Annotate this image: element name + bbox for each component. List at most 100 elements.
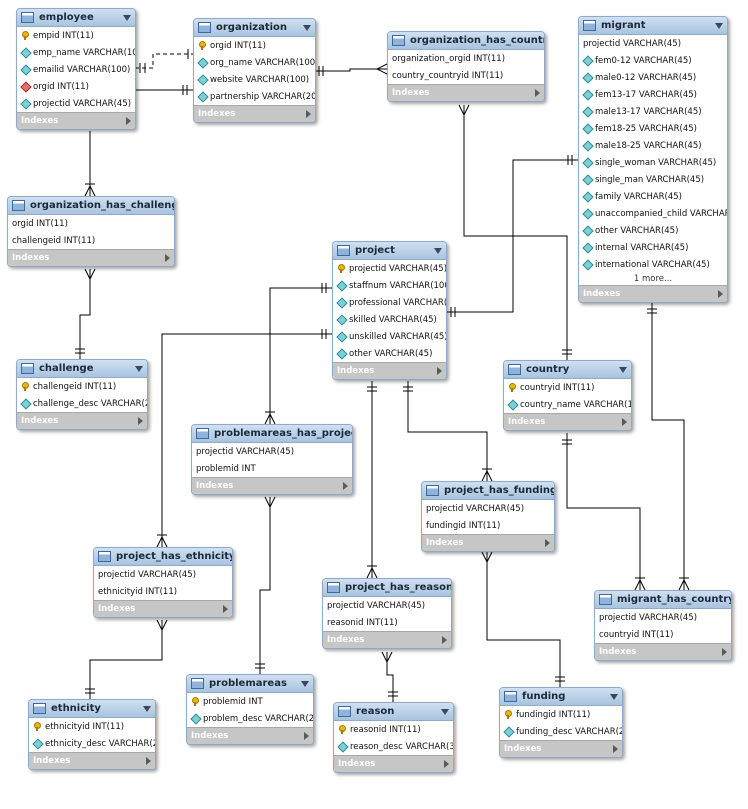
collapse-toggle-icon[interactable] (303, 24, 311, 31)
column-row[interactable]: male18-25 VARCHAR(45) (579, 137, 727, 154)
column-row[interactable]: fem13-17 VARCHAR(45) (579, 86, 727, 103)
expand-arrow-icon[interactable] (535, 89, 540, 97)
column-row[interactable]: challengeid INT(11) (17, 378, 147, 395)
table-header[interactable]: project_has_funding (422, 482, 554, 500)
column-row[interactable]: countryid INT(11) (595, 626, 731, 643)
table-header[interactable]: country (504, 361, 631, 379)
indexes-section[interactable]: Indexes (192, 477, 352, 494)
indexes-section[interactable]: Indexes (388, 84, 544, 101)
column-row[interactable]: fundingid INT(11) (422, 517, 554, 534)
indexes-section[interactable]: Indexes (194, 105, 315, 122)
collapse-toggle-icon[interactable] (123, 14, 131, 21)
column-row[interactable]: ethnicity_desc VARCHAR(200) (29, 735, 155, 752)
expand-arrow-icon[interactable] (442, 636, 447, 644)
column-row[interactable]: org_name VARCHAR(1000) (194, 54, 315, 71)
expand-arrow-icon[interactable] (223, 605, 228, 613)
column-row[interactable]: country_countryid INT(11) (388, 67, 544, 84)
column-row[interactable]: orgid INT(11) (8, 215, 174, 232)
indexes-section[interactable]: Indexes (323, 631, 451, 648)
collapse-toggle-icon[interactable] (434, 247, 442, 254)
indexes-section[interactable]: Indexes (29, 752, 155, 769)
column-row[interactable]: projectid VARCHAR(45) (17, 95, 135, 112)
column-row[interactable]: country_name VARCHAR(100) (504, 396, 631, 413)
expand-arrow-icon[interactable] (444, 760, 449, 768)
table-header[interactable]: reason (334, 703, 453, 721)
column-row[interactable]: challenge_desc VARCHAR(200) (17, 395, 147, 412)
column-row[interactable]: male0-12 VARCHAR(45) (579, 69, 727, 86)
expand-arrow-icon[interactable] (343, 482, 348, 490)
table-header[interactable]: migrant_has_country (595, 591, 731, 609)
column-row[interactable]: male13-17 VARCHAR(45) (579, 103, 727, 120)
indexes-section[interactable]: Indexes (579, 285, 727, 302)
collapse-toggle-icon[interactable] (135, 365, 143, 372)
column-row[interactable]: projectid VARCHAR(45) (333, 260, 446, 277)
collapse-toggle-icon[interactable] (715, 22, 723, 29)
column-row[interactable]: single_man VARCHAR(45) (579, 171, 727, 188)
column-row[interactable]: ethnicityid INT(11) (94, 583, 232, 600)
table-header[interactable]: project_has_ethnicity (94, 548, 232, 566)
indexes-section[interactable]: Indexes (595, 643, 731, 660)
column-row[interactable]: orgid INT(11) (17, 78, 135, 95)
expand-arrow-icon[interactable] (138, 417, 143, 425)
expand-arrow-icon[interactable] (165, 254, 170, 262)
indexes-section[interactable]: Indexes (334, 755, 453, 772)
column-row[interactable]: challengeid INT(11) (8, 232, 174, 249)
column-row[interactable]: fem18-25 VARCHAR(45) (579, 120, 727, 137)
expand-arrow-icon[interactable] (718, 290, 723, 298)
column-row[interactable]: projectid VARCHAR(45) (94, 566, 232, 583)
column-row[interactable]: ethnicityid INT(11) (29, 718, 155, 735)
column-row[interactable]: funding_desc VARCHAR(200) (500, 723, 622, 740)
collapse-toggle-icon[interactable] (301, 680, 309, 687)
column-row[interactable]: reason_desc VARCHAR(300) (334, 738, 453, 755)
column-row[interactable]: problemid INT (192, 460, 352, 477)
column-row[interactable]: projectid VARCHAR(45) (323, 597, 451, 614)
expand-arrow-icon[interactable] (306, 110, 311, 118)
column-row[interactable]: countryid INT(11) (504, 379, 631, 396)
table-header[interactable]: problemareas (187, 675, 313, 693)
column-row[interactable]: reasonid INT(11) (334, 721, 453, 738)
column-row[interactable]: website VARCHAR(100) (194, 71, 315, 88)
column-row[interactable]: projectid VARCHAR(45) (192, 443, 352, 460)
column-row[interactable]: projectid VARCHAR(45) (595, 609, 731, 626)
expand-arrow-icon[interactable] (437, 367, 442, 375)
indexes-section[interactable]: Indexes (17, 112, 135, 129)
column-row[interactable]: reasonid INT(11) (323, 614, 451, 631)
column-row[interactable]: problemid INT (187, 693, 313, 710)
column-row[interactable]: projectid VARCHAR(45) (422, 500, 554, 517)
column-row[interactable]: international VARCHAR(45) (579, 256, 727, 273)
table-header[interactable]: migrant (579, 17, 727, 35)
indexes-section[interactable]: Indexes (17, 412, 147, 429)
table-header[interactable]: organization (194, 19, 315, 37)
column-row[interactable]: organization_orgid INT(11) (388, 50, 544, 67)
expand-arrow-icon[interactable] (622, 418, 627, 426)
table-header[interactable]: employee (17, 9, 135, 27)
column-row[interactable]: staffnum VARCHAR(100) (333, 277, 446, 294)
table-header[interactable]: organization_has_country (388, 32, 544, 50)
indexes-section[interactable]: Indexes (500, 740, 622, 757)
column-row[interactable]: professional VARCHAR(45) (333, 294, 446, 311)
collapse-toggle-icon[interactable] (143, 705, 151, 712)
table-header[interactable]: organization_has_challenge (8, 197, 174, 215)
table-header[interactable]: problemareas_has_project (192, 425, 352, 443)
column-row[interactable]: problem_desc VARCHAR(200) (187, 710, 313, 727)
column-row[interactable]: other VARCHAR(45) (333, 345, 446, 362)
expand-arrow-icon[interactable] (304, 732, 309, 740)
column-row[interactable]: other VARCHAR(45) (579, 222, 727, 239)
expand-arrow-icon[interactable] (545, 539, 550, 547)
column-row[interactable]: empid INT(11) (17, 27, 135, 44)
collapse-toggle-icon[interactable] (619, 366, 627, 373)
table-header[interactable]: funding (500, 688, 622, 706)
more-columns-link[interactable]: 1 more... (633, 274, 673, 284)
column-row[interactable]: fundingid INT(11) (500, 706, 622, 723)
